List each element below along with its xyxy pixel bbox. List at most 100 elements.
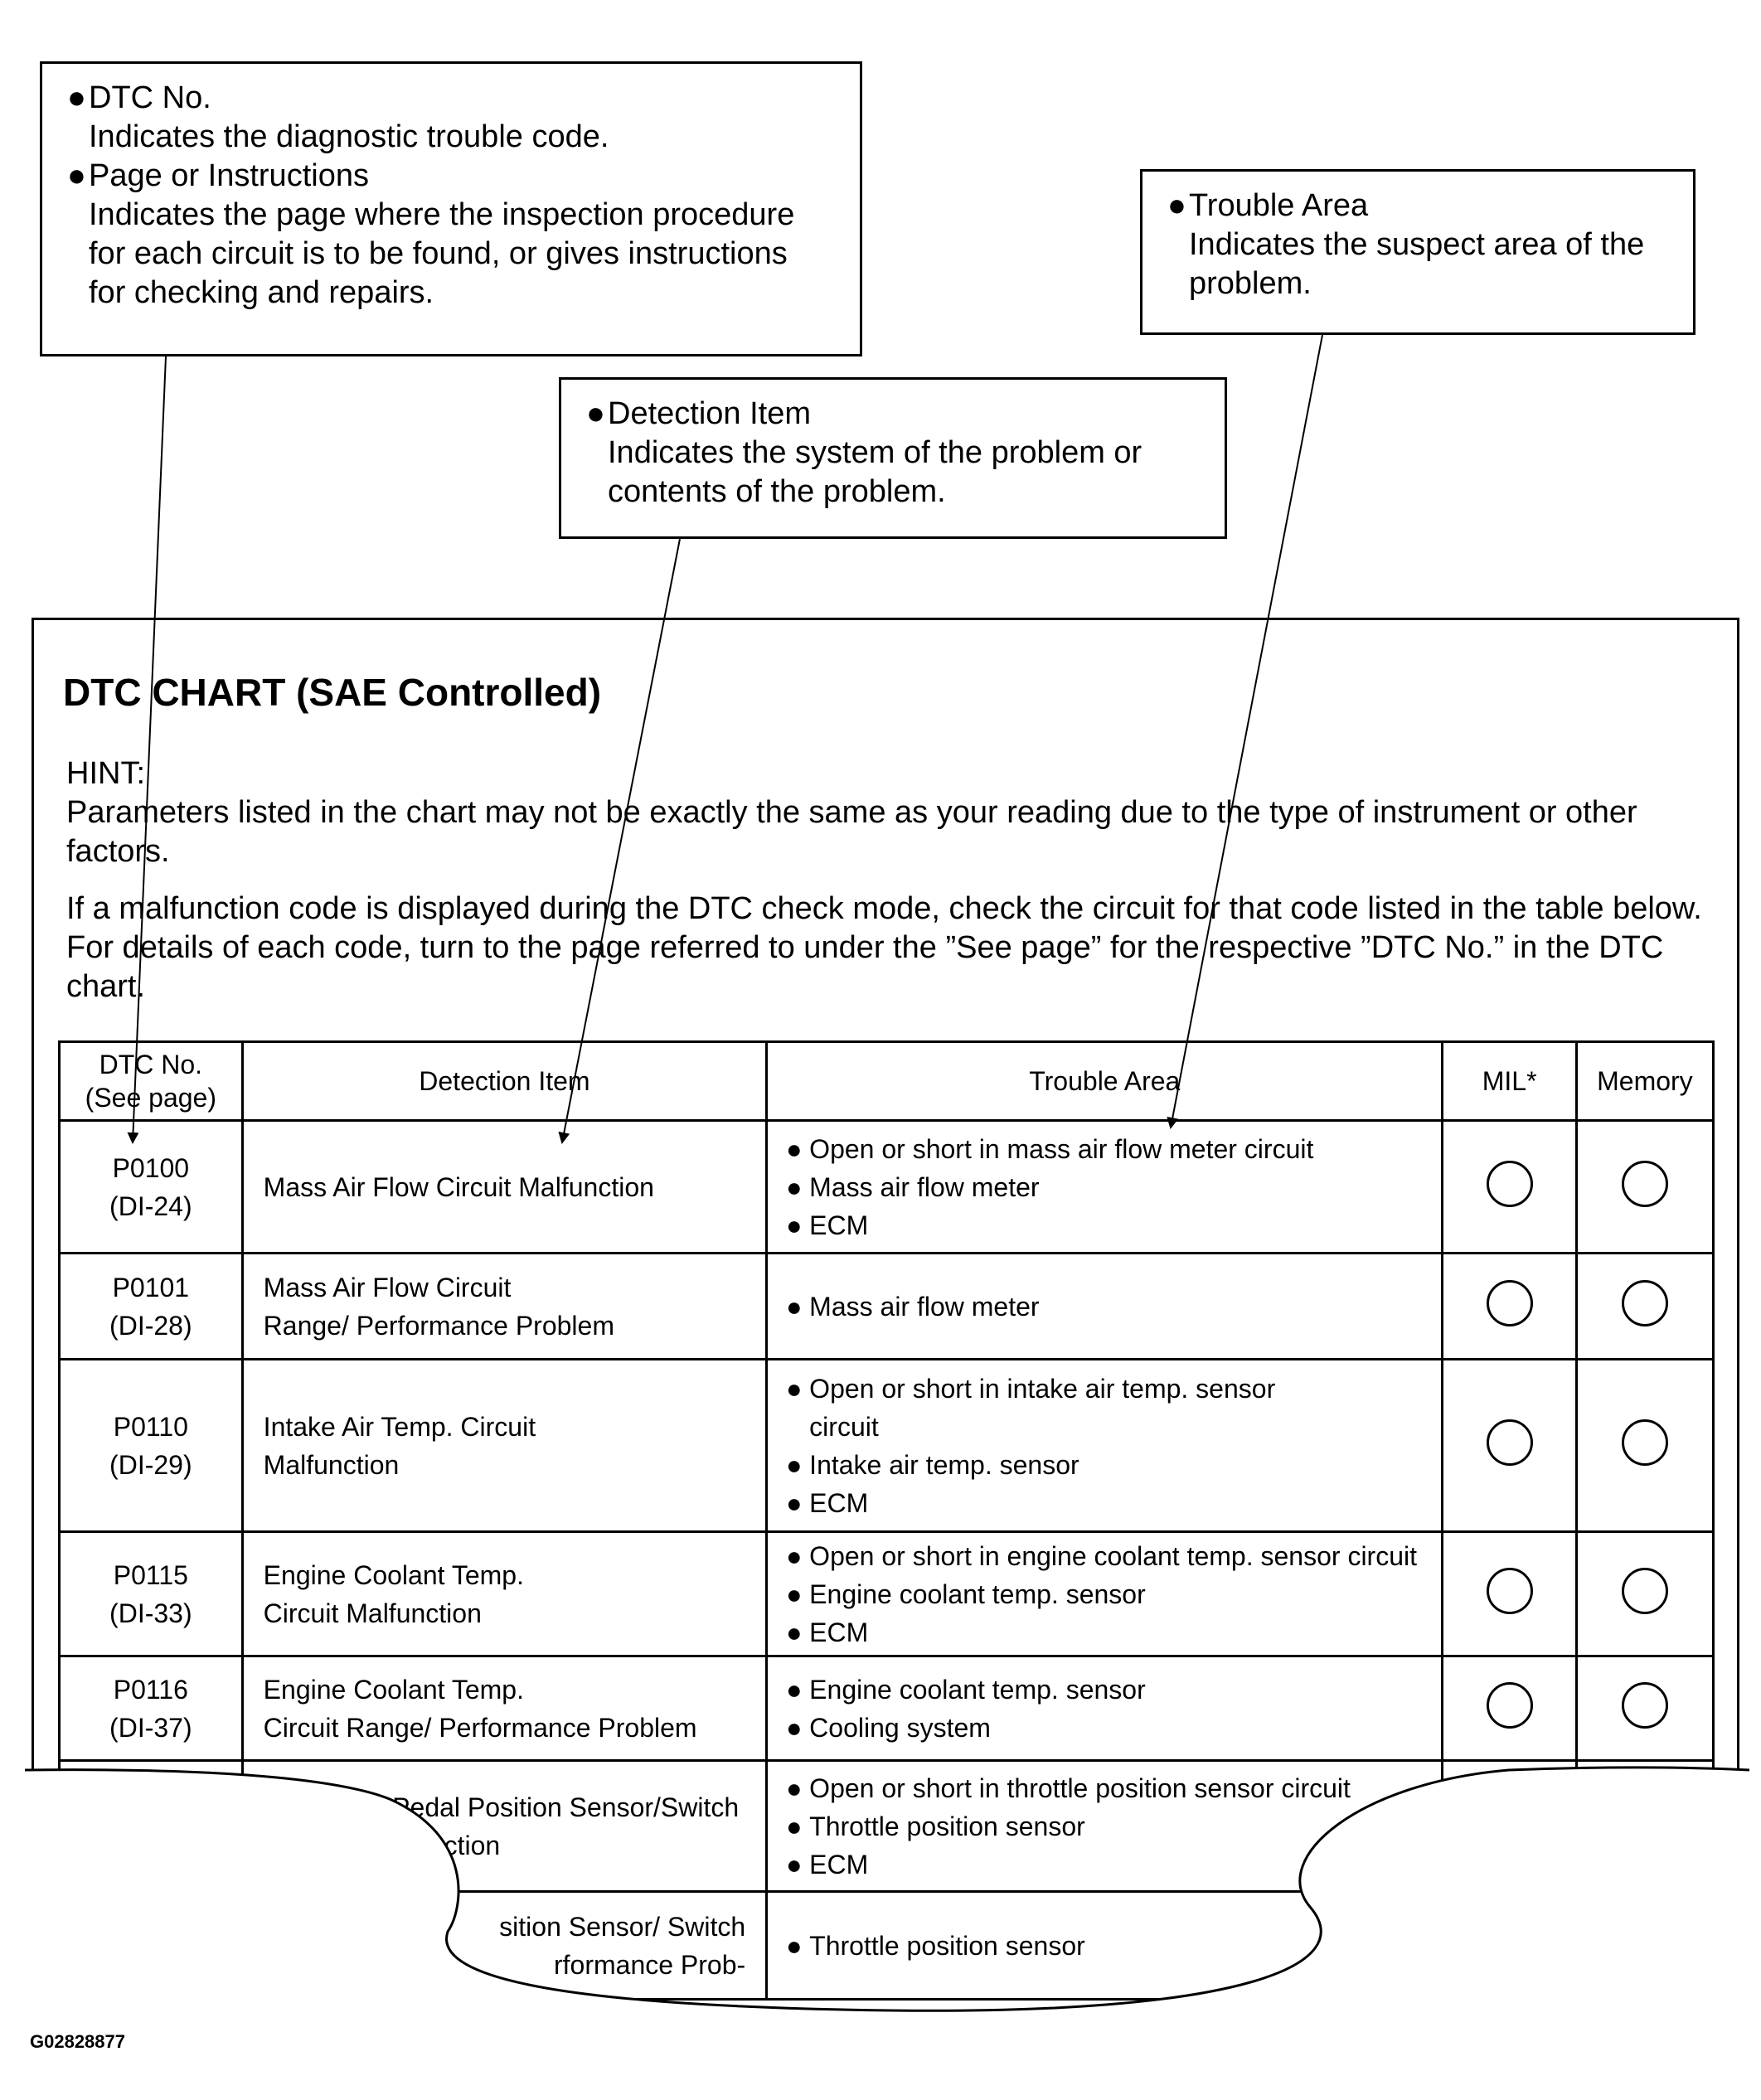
- bullet-icon: ●: [786, 1171, 803, 1202]
- figure-id: G02828877: [30, 2031, 125, 2052]
- callout-page-desc-line: Indicates the page where the inspection …: [89, 197, 795, 232]
- table-row: P0101 (DI-28) Mass Air Flow Circuit Rang…: [58, 1252, 1715, 1360]
- bullet-icon: ●: [586, 396, 605, 431]
- memory-cell: [1574, 1119, 1715, 1254]
- trouble-cell: ●Open or short in throttle position sens…: [765, 1759, 1444, 1893]
- trouble-cell: ●Mass air flow meter: [765, 1252, 1444, 1360]
- detection-line: Intake Air Temp. Circuit: [263, 1411, 536, 1442]
- trouble-cell: ●Open or short in engine coolant temp. s…: [765, 1530, 1444, 1657]
- bullet-icon: ●: [786, 1540, 803, 1571]
- trouble-cell: ●Open or short in intake air temp. senso…: [765, 1358, 1444, 1533]
- trouble-item-continued: circuit: [809, 1411, 879, 1442]
- detection-line: Range/ Performance Problem: [263, 1310, 614, 1341]
- trouble-item: Open or short in throttle position senso…: [809, 1773, 1351, 1803]
- detection-fragment: nction: [429, 1830, 501, 1860]
- circle-mark-icon: [1621, 1279, 1668, 1326]
- memory-cell: [1574, 1530, 1715, 1657]
- detection-line: Engine Coolant Temp.: [263, 1674, 524, 1705]
- header-dtc-no: DTC No. (See page): [58, 1040, 244, 1122]
- bullet-icon: ●: [786, 1487, 803, 1518]
- table-row: P0110 (DI-29) Intake Air Temp. Circuit M…: [58, 1358, 1715, 1533]
- trouble-item: ECM: [809, 1617, 869, 1647]
- detection-fragment: rformance Prob-: [553, 1949, 746, 1980]
- callout-dtc-desc: Indicates the diagnostic trouble code.: [89, 119, 609, 154]
- mil-cell: [1441, 1252, 1578, 1360]
- table-row: P0100 (DI-24) Mass Air Flow Circuit Malf…: [58, 1119, 1715, 1254]
- callout-detection-desc-line: Indicates the system of the problem or: [608, 435, 1142, 470]
- dtc-code: P0116: [113, 1674, 188, 1705]
- mil-cell: [1441, 1358, 1578, 1533]
- mil-cell: [1441, 1119, 1578, 1254]
- table-row-partial: sition Sensor/ Switch rformance Prob- ●T…: [58, 1890, 1715, 2001]
- bullet-icon: ●: [786, 1674, 803, 1705]
- circle-mark-icon: [1621, 1419, 1668, 1466]
- header-mil: MIL*: [1441, 1040, 1578, 1122]
- detection-cell: Intake Air Temp. Circuit Malfunction: [240, 1358, 769, 1533]
- trouble-item: Throttle position sensor: [809, 1930, 1085, 1961]
- circle-mark-icon: [1621, 1567, 1668, 1614]
- table-row-partial: / Pedal Position Sensor/Switch nction ●O…: [58, 1759, 1715, 1893]
- circle-mark-icon: [1486, 1160, 1533, 1207]
- table-row: P0115 (DI-33) Engine Coolant Temp. Circu…: [58, 1530, 1715, 1657]
- callout-dtc-no: ●DTC No. Indicates the diagnostic troubl…: [40, 61, 862, 356]
- bullet-icon: ●: [786, 1133, 803, 1164]
- detection-cell: sition Sensor/ Switch rformance Prob-: [240, 1890, 769, 2001]
- circle-mark-icon: [1621, 1160, 1668, 1207]
- callout-page-desc-line: for each circuit is to be found, or give…: [89, 236, 788, 271]
- header-trouble-area: Trouble Area: [765, 1040, 1444, 1122]
- circle-mark-icon: [1486, 1419, 1533, 1466]
- memory-cell: [1574, 1890, 1715, 2001]
- dtc-code: P0115: [113, 1559, 188, 1590]
- callout-trouble-desc-line: problem.: [1189, 266, 1312, 301]
- detection-cell: Engine Coolant Temp. Circuit Malfunction: [240, 1530, 769, 1657]
- trouble-item: Intake air temp. sensor: [809, 1449, 1079, 1480]
- detection-cell: Mass Air Flow Circuit Range/ Performance…: [240, 1252, 769, 1360]
- bullet-icon: ●: [786, 1210, 803, 1240]
- bullet-icon: ●: [786, 1930, 803, 1961]
- callout-detection-desc-line: contents of the problem.: [608, 474, 946, 509]
- circle-mark-icon: [1621, 1681, 1668, 1729]
- trouble-item: Mass air flow meter: [809, 1171, 1040, 1202]
- trouble-item: Open or short in intake air temp. sensor: [809, 1373, 1276, 1404]
- memory-cell: [1574, 1759, 1715, 1893]
- callout-trouble-desc-line: Indicates the suspect area of the: [1189, 227, 1645, 262]
- bullet-icon: ●: [786, 1617, 803, 1647]
- detection-cell: Engine Coolant Temp. Circuit Range/ Perf…: [240, 1655, 769, 1762]
- table-header-row: DTC No. (See page) Detection Item Troubl…: [58, 1040, 1715, 1122]
- hint-paragraph: If a malfunction code is displayed durin…: [66, 891, 1702, 1004]
- bullet-icon: ●: [67, 158, 86, 193]
- circle-mark-icon: [1486, 1279, 1533, 1326]
- bullet-icon: ●: [67, 80, 86, 115]
- mil-cell: [1441, 1655, 1578, 1762]
- circle-mark-icon: [1486, 1567, 1533, 1614]
- detection-line: Malfunction: [263, 1449, 400, 1480]
- detection-fragment: sition Sensor/ Switch: [499, 1911, 746, 1942]
- trouble-item: Mass air flow meter: [809, 1291, 1040, 1322]
- header-dtc-line: DTC No.: [99, 1050, 203, 1079]
- dtc-page: (DI-33): [109, 1598, 192, 1628]
- bullet-icon: ●: [786, 1579, 803, 1609]
- dtc-table: DTC No. (See page) Detection Item Troubl…: [58, 1040, 1715, 2001]
- hint-label: HINT:: [66, 756, 145, 791]
- callout-dtc-title: DTC No.: [89, 80, 211, 115]
- bullet-icon: ●: [786, 1373, 803, 1404]
- callout-detection-item: ●Detection Item Indicates the system of …: [559, 377, 1227, 539]
- table-row: P0116 (DI-37) Engine Coolant Temp. Circu…: [58, 1655, 1715, 1762]
- detection-cell: / Pedal Position Sensor/Switch nction: [240, 1759, 769, 1893]
- circle-mark-icon: [1486, 1681, 1533, 1729]
- bullet-icon: ●: [786, 1811, 803, 1841]
- bullet-icon: ●: [786, 1712, 803, 1743]
- detection-line: Circuit Range/ Performance Problem: [263, 1712, 697, 1743]
- dtc-code-cell: P0116 (DI-37): [58, 1655, 244, 1762]
- detection-fragment: / Pedal Position Sensor/Switch: [377, 1792, 740, 1822]
- trouble-item: ECM: [809, 1849, 869, 1879]
- trouble-item: Open or short in engine coolant temp. se…: [809, 1540, 1417, 1571]
- bullet-icon: ●: [786, 1773, 803, 1803]
- header-memory: Memory: [1574, 1040, 1715, 1122]
- bullet-icon: ●: [786, 1449, 803, 1480]
- hint-text: Parameters listed in the chart may not b…: [66, 795, 1637, 869]
- trouble-item: ECM: [809, 1210, 869, 1240]
- trouble-cell: ●Throttle position sensor: [765, 1890, 1444, 2001]
- dtc-code: P0110: [113, 1411, 188, 1442]
- mil-cell: [1441, 1759, 1578, 1893]
